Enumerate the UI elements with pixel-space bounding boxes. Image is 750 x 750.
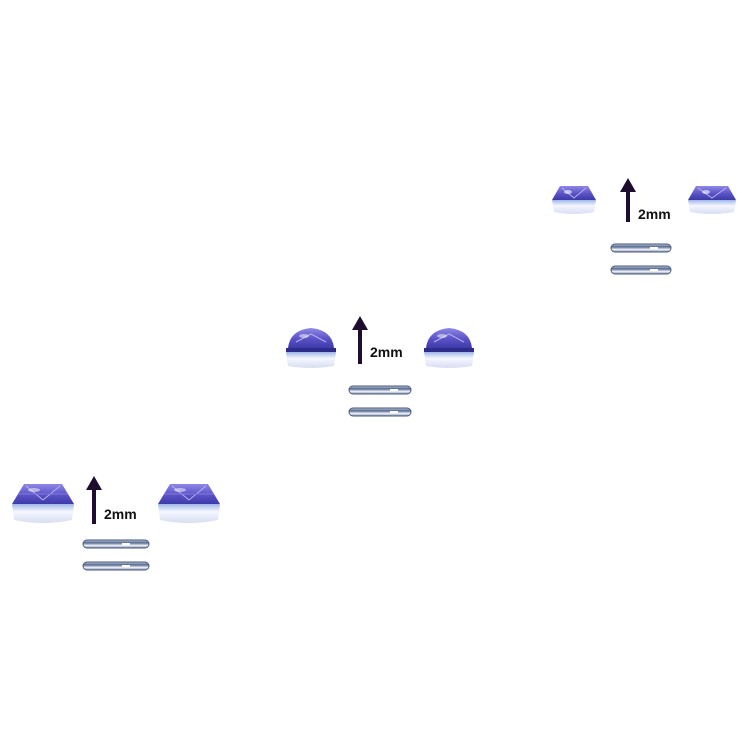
stone-left: [12, 484, 74, 523]
up-arrow-icon: [86, 476, 102, 524]
backing-ring-1: [82, 539, 150, 549]
backing-ring-1: [348, 385, 412, 395]
stud-group-top-right: 2mm: [548, 176, 748, 286]
backing-ring-2: [82, 561, 150, 571]
backing-ring-2: [610, 265, 672, 275]
size-label: 2mm: [370, 344, 403, 360]
stone-right: [158, 484, 220, 523]
size-label: 2mm: [638, 206, 671, 222]
stud-group-bottom-left: 2mm: [8, 474, 228, 584]
size-label: 2mm: [104, 506, 137, 522]
up-arrow-icon: [352, 316, 368, 364]
stone-left: [286, 328, 336, 368]
stud-group-middle: 2mm: [282, 316, 482, 426]
stone-right: [688, 186, 736, 214]
backing-ring-2: [348, 407, 412, 417]
up-arrow-icon: [620, 178, 636, 222]
stone-right: [424, 328, 474, 368]
backing-ring-1: [610, 243, 672, 253]
stone-left: [552, 186, 596, 214]
